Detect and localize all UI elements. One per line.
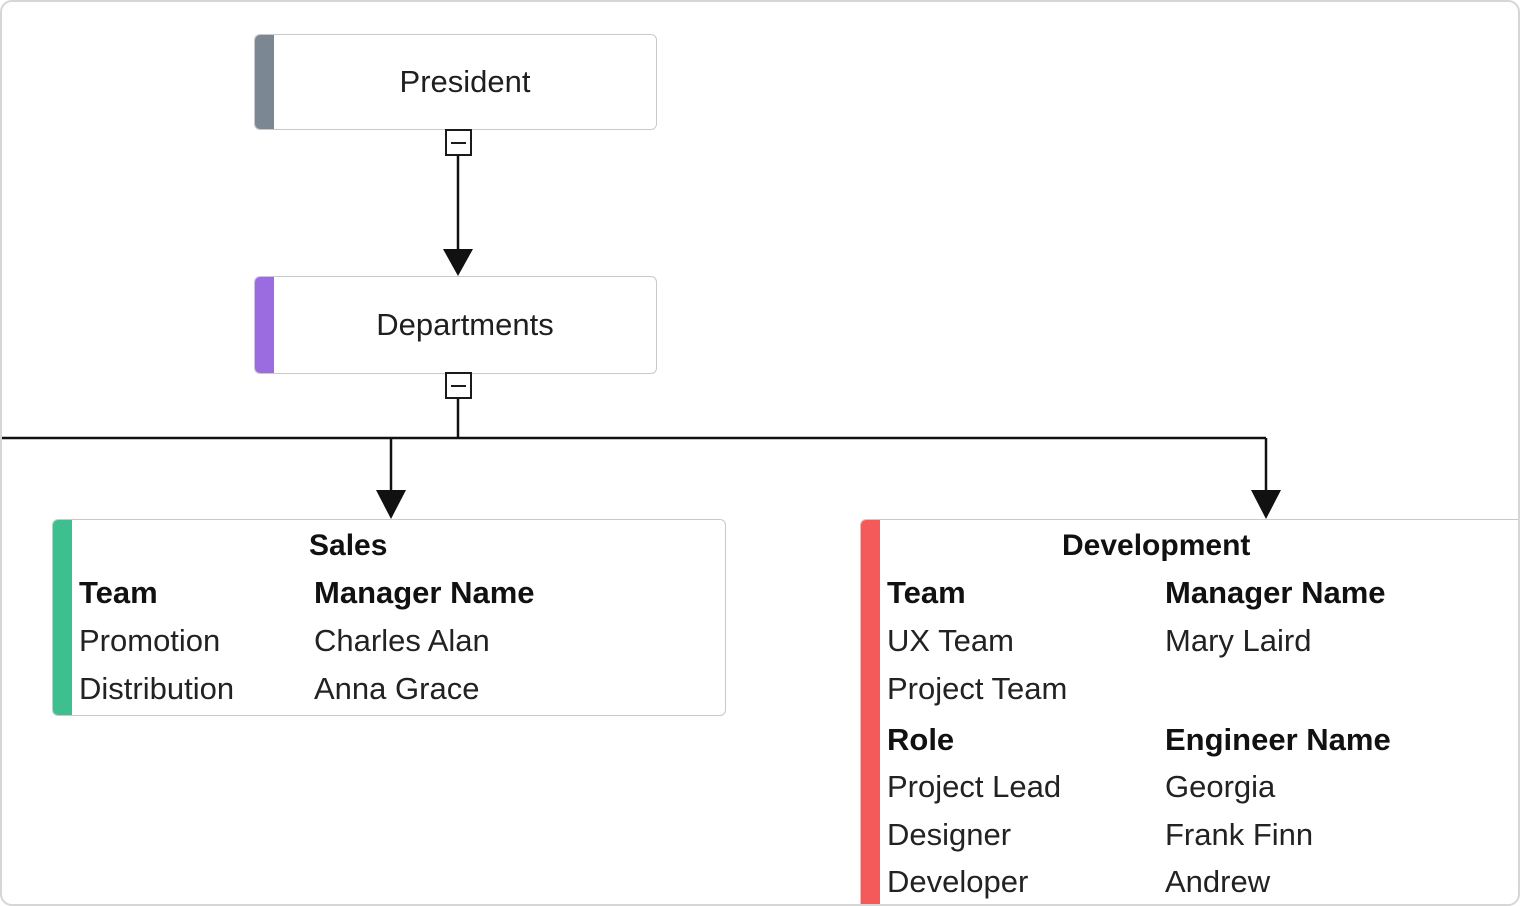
arrowhead-departments [443,249,473,276]
development-engineer-header: Engineer Name [1165,722,1391,757]
arrowhead-development [1251,490,1281,519]
president-collapse-minus-icon[interactable] [445,129,472,156]
president-label: President [399,64,531,99]
president-accent-stripe [255,35,274,129]
president-node[interactable]: President [254,34,657,130]
development-engineer-cell: Andrew [1165,864,1271,899]
development-manager-cell: Mary Laird [1165,623,1312,658]
development-role-header: Role [887,722,955,757]
departments-collapse-minus-icon[interactable] [445,372,472,399]
development-engineer-cell: Georgia [1165,769,1276,804]
sales-accent-stripe [53,520,72,715]
arrowhead-sales [376,490,406,519]
development-node[interactable]: Development Team Manager Name UX Team Ma… [860,519,1518,904]
sales-team-cell: Promotion [79,623,221,658]
development-manager-header: Manager Name [1165,575,1386,610]
development-title: Development [1062,529,1251,562]
sales-team-header: Team [79,575,158,610]
development-team-cell: UX Team [887,623,1014,658]
development-team-cell: Project Team [887,671,1068,706]
departments-accent-stripe [255,277,274,373]
sales-manager-cell: Anna Grace [314,671,480,706]
sales-manager-cell: Charles Alan [314,623,490,658]
departments-label: Departments [376,307,554,342]
development-role-cell: Designer [887,817,1012,852]
development-role-cell: Developer [887,864,1029,899]
development-team-header: Team [887,575,966,610]
development-role-cell: Project Lead [887,769,1062,804]
development-engineer-cell: Frank Finn [1165,817,1314,852]
departments-node[interactable]: Departments [254,276,657,374]
development-accent-stripe [861,520,880,904]
sales-manager-header: Manager Name [314,575,535,610]
sales-node[interactable]: Sales Team Manager Name Promotion Charle… [52,519,726,716]
sales-team-cell: Distribution [79,671,235,706]
sales-title: Sales [309,529,388,562]
